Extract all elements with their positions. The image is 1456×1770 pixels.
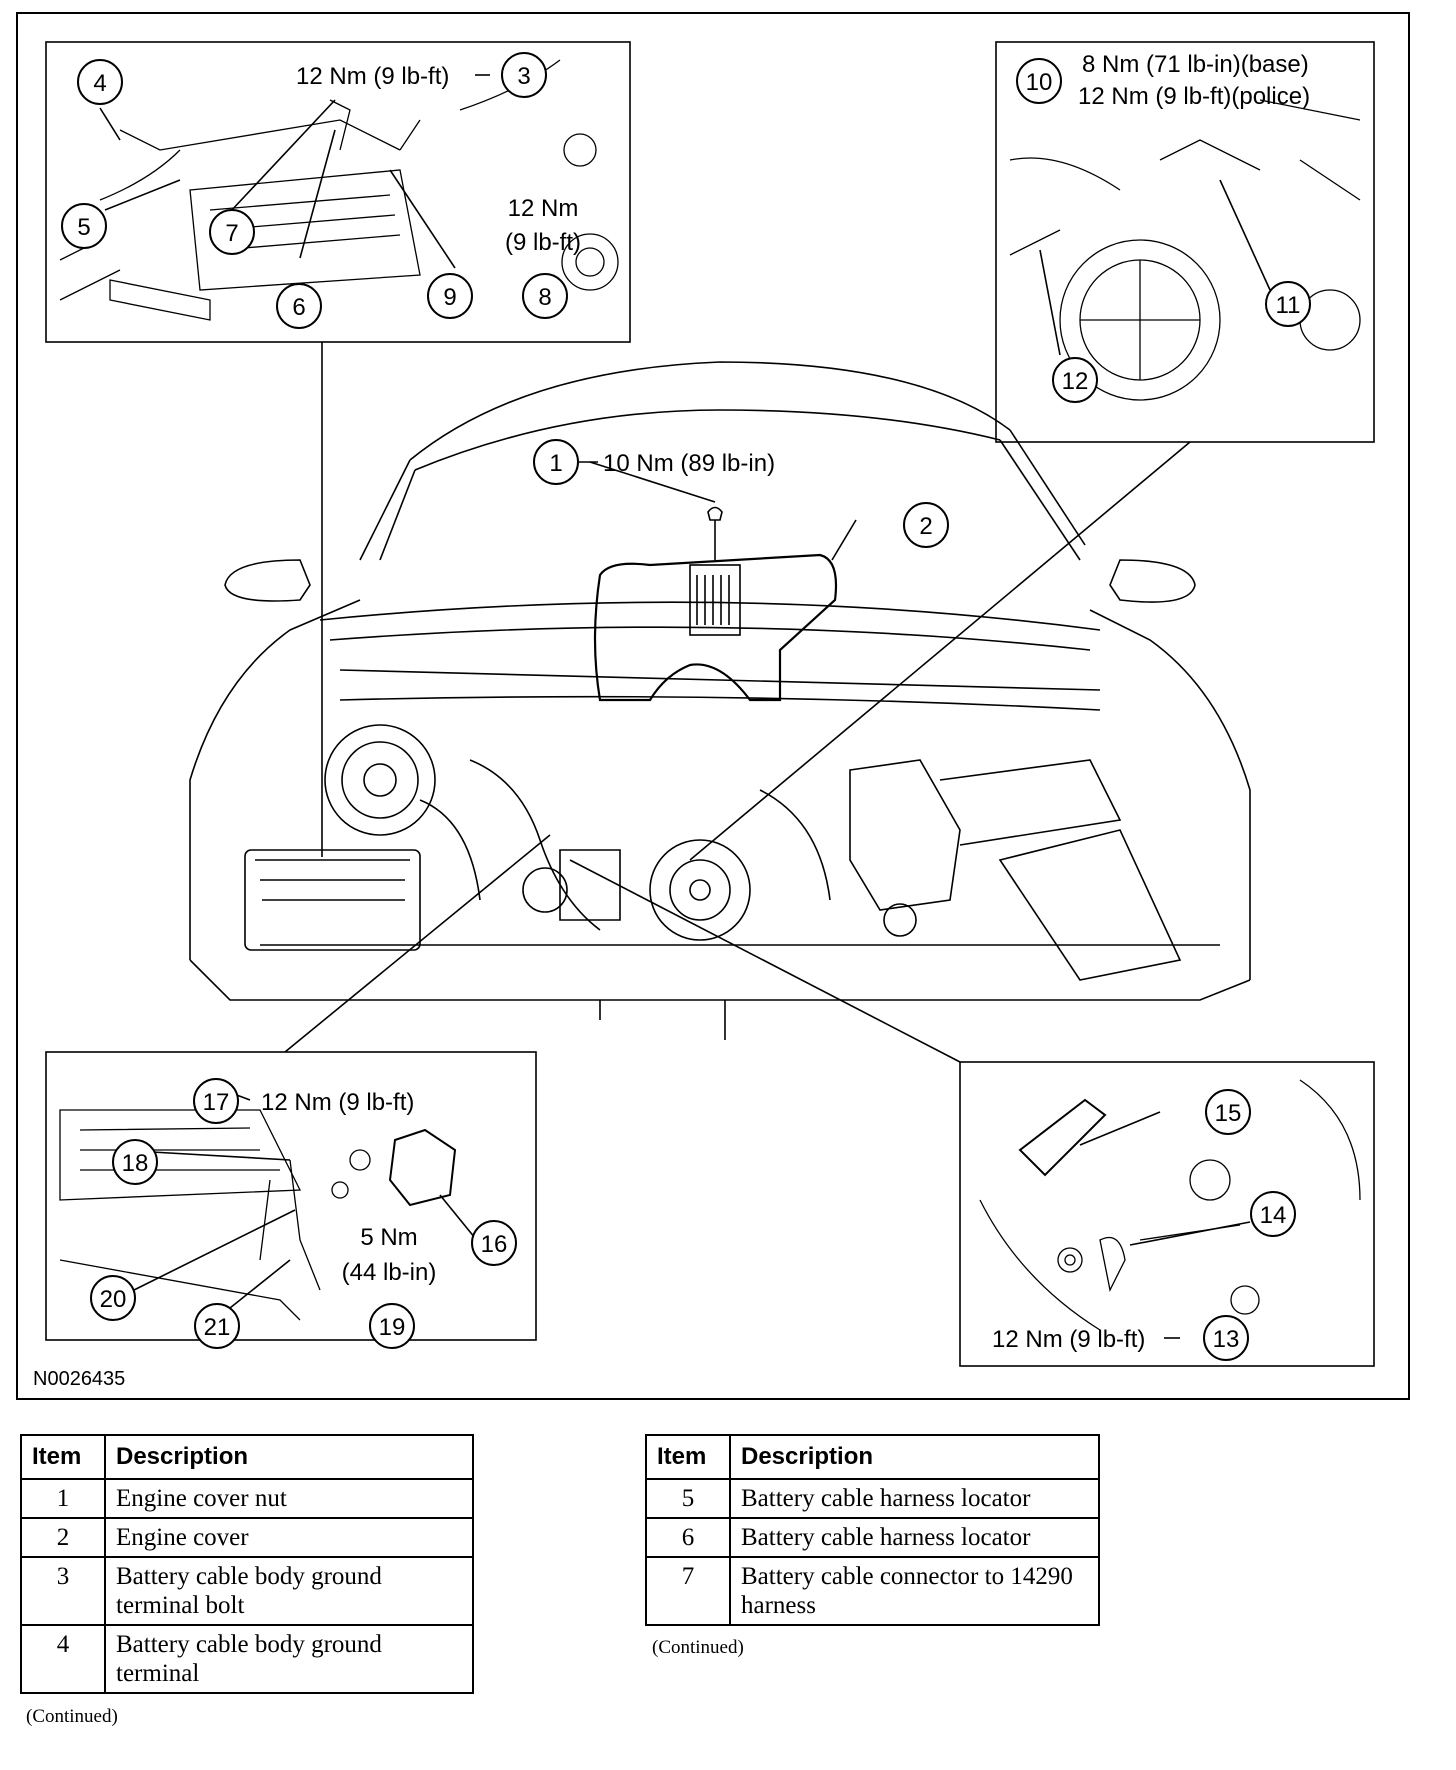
item-number: 5 [645, 1478, 731, 1519]
item-number: 7 [645, 1556, 731, 1626]
callout-19-circle [369, 1303, 415, 1349]
item-number: 2 [20, 1517, 106, 1558]
item-description: Battery cable connector to 14290 harness [729, 1556, 1100, 1626]
inset-harness [959, 1061, 1375, 1367]
vehicle-outline [189, 361, 1251, 1040]
callout-12: 12 [1062, 368, 1089, 395]
callout-8-circle [522, 273, 568, 319]
continued-note-right: (Continued) [652, 1637, 744, 1658]
item-description: Engine cover [104, 1517, 474, 1558]
callout-14-circle [1250, 1191, 1296, 1237]
callout-9-circle [427, 273, 473, 319]
figure-id: N0026435 [33, 1368, 125, 1390]
inset-starter [45, 1051, 537, 1341]
callout-7: 7 [225, 220, 238, 247]
callout-21-circle [194, 1303, 240, 1349]
item-number: 3 [20, 1556, 106, 1626]
table-row: 6 Battery cable harness locator [645, 1517, 1100, 1558]
item-description: Engine cover nut [104, 1478, 474, 1519]
continued-note-left: (Continued) [26, 1706, 118, 1727]
callout-13: 13 [1213, 1326, 1240, 1353]
item-number: 1 [20, 1478, 106, 1519]
torque-spec-1: 10 Nm (89 lb-in) [603, 450, 775, 477]
torque-spec-19-line1: 5 Nm [360, 1224, 417, 1251]
torque-spec-8-line1: 12 Nm [508, 195, 579, 222]
callout-10: 10 [1026, 69, 1053, 96]
table-header-item: Item [645, 1434, 731, 1480]
callout-12-circle [1052, 357, 1098, 403]
illustration-frame [16, 12, 1410, 1400]
item-description: Battery cable harness locator [729, 1478, 1100, 1519]
callout-11-circle [1265, 281, 1311, 327]
legend-table-left: Item Description 1 Engine cover nut 2 En… [20, 1434, 474, 1694]
callout-13-circle [1203, 1315, 1249, 1361]
callout-15: 15 [1215, 1100, 1242, 1127]
callout-6: 6 [292, 294, 305, 321]
torque-spec-13: 12 Nm (9 lb-ft) [992, 1326, 1145, 1353]
table-header-description: Description [104, 1434, 474, 1480]
table-row: 3 Battery cable body ground terminal bol… [20, 1556, 474, 1626]
torque-spec-17: 12 Nm (9 lb-ft) [261, 1089, 414, 1116]
callout-3-circle [501, 52, 547, 98]
callout-6-circle [276, 283, 322, 329]
legend-table-right: Item Description 5 Battery cable harness… [645, 1434, 1100, 1626]
table-row: 5 Battery cable harness locator [645, 1478, 1100, 1519]
callout-11: 11 [1276, 292, 1301, 319]
callout-5-circle [61, 203, 107, 249]
callout-15-circle [1205, 1089, 1251, 1135]
table-row: 2 Engine cover [20, 1517, 474, 1558]
torque-spec-8-line2: (9 lb-ft) [505, 229, 581, 256]
torque-spec-10-line1: 8 Nm (71 lb-in)(base) [1082, 51, 1309, 78]
torque-spec-10-line2: 12 Nm (9 lb-ft)(police) [1078, 83, 1310, 110]
inset-battery-ground [45, 41, 631, 343]
callout-2-circle [903, 502, 949, 548]
callout-18: 18 [122, 1150, 149, 1177]
table-row: 7 Battery cable connector to 14290 harne… [645, 1556, 1100, 1626]
callout-18-circle [112, 1139, 158, 1185]
callout-16-circle [471, 1220, 517, 1266]
callout-21: 21 [204, 1314, 231, 1341]
item-number: 4 [20, 1624, 106, 1694]
callout-16: 16 [481, 1231, 508, 1258]
table-row: 4 Battery cable body ground terminal [20, 1624, 474, 1694]
callout-7-circle [209, 209, 255, 255]
item-description: Battery cable body ground terminal [104, 1624, 474, 1694]
callout-17-circle [193, 1078, 239, 1124]
callout-14: 14 [1260, 1202, 1287, 1229]
callout-8: 8 [538, 284, 551, 311]
table-header-description: Description [729, 1434, 1100, 1480]
item-description: Battery cable harness locator [729, 1517, 1100, 1558]
callout-9: 9 [443, 284, 456, 311]
callout-5: 5 [77, 214, 90, 241]
item-description: Battery cable body ground terminal bolt [104, 1556, 474, 1626]
callout-10-circle [1016, 58, 1062, 104]
callout-17: 17 [203, 1089, 230, 1116]
callout-1: 1 [549, 450, 562, 477]
torque-spec-19-line2: (44 lb-in) [342, 1259, 437, 1286]
callout-20: 20 [100, 1286, 127, 1313]
callout-19: 19 [379, 1314, 406, 1341]
callout-3: 3 [517, 63, 530, 90]
item-number: 6 [645, 1517, 731, 1558]
inset-generator [995, 41, 1375, 443]
callout-20-circle [90, 1275, 136, 1321]
engine-compartment-illustration: 1 2 3 4 5 6 7 8 9 10 11 12 13 14 15 16 1… [33, 41, 1375, 1390]
torque-spec-3: 12 Nm (9 lb-ft) [296, 63, 449, 90]
callout-4-circle [77, 59, 123, 105]
callout-4: 4 [93, 70, 106, 97]
callout-2: 2 [919, 513, 932, 540]
table-row: 1 Engine cover nut [20, 1478, 474, 1519]
callout-1-circle [533, 439, 579, 485]
table-header-item: Item [20, 1434, 106, 1480]
